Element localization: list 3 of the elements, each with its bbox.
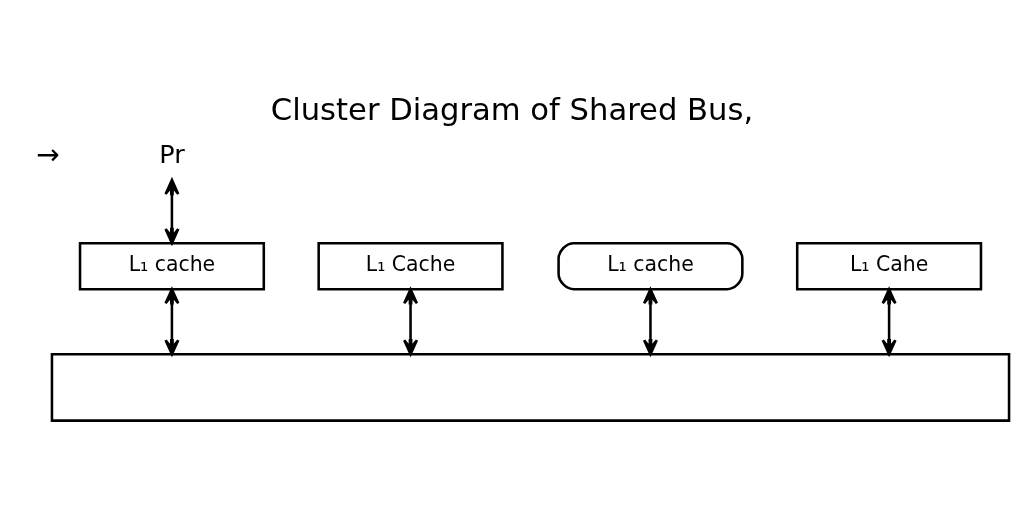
node-text: Pr bbox=[159, 138, 185, 169]
diagram-title: Cluster Diagram of Shared Bus, bbox=[270, 91, 754, 127]
label: → bbox=[36, 137, 60, 171]
